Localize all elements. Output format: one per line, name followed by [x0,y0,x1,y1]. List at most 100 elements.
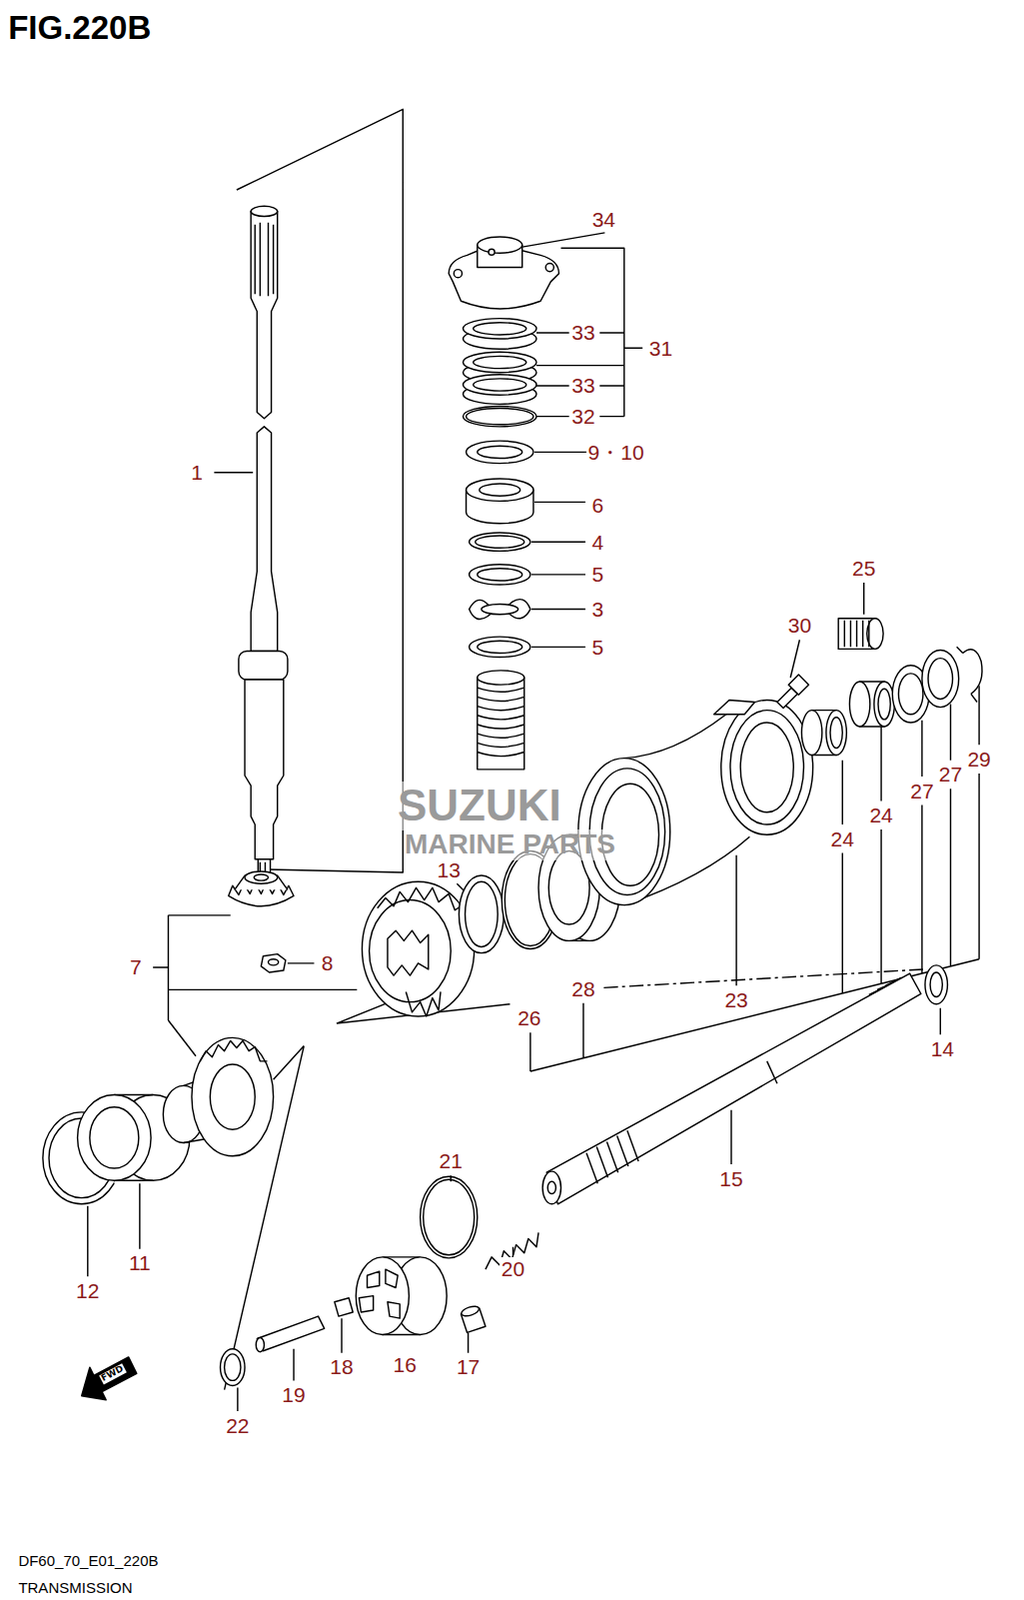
nut [260,954,286,973]
callout-number: 9・10 [586,440,647,464]
leader-lines [522,232,865,678]
seal-housing [448,236,559,309]
needle-bearings [801,618,895,756]
leader-lines [87,472,941,1411]
callout-number: 13 [435,858,463,882]
bearing-housing [714,699,756,714]
propeller-shaft [546,973,922,1204]
callout-number: 30 [786,613,814,637]
bearing-housing [721,699,814,835]
callout-number: 7 [127,955,144,979]
oil-seals [473,378,527,391]
forward-gear [42,1036,274,1203]
nut [268,959,279,966]
callout-number: 28 [569,977,597,1001]
reverse-gear [377,887,466,923]
bolt [788,674,809,695]
callout-number: 5 [589,635,606,659]
needle-bearings [874,681,895,727]
shim-ring [458,875,504,954]
callout-number: 20 [499,1256,527,1280]
forward-arrow [81,1356,137,1400]
direction-label: FWD [98,1362,126,1384]
needle-bearings [801,710,822,756]
seal-rings [922,649,960,707]
forward-arrow [81,1356,137,1400]
callout-number: 15 [717,1166,745,1190]
clutch-parts [423,1178,475,1255]
forward-gear [77,1094,152,1181]
forward-gear [209,1063,255,1129]
oil-seals [473,355,527,368]
forward-gear [89,1106,139,1168]
pinion-gear [253,874,268,881]
callout-number: 1 [188,460,205,484]
seal-rings [892,646,983,723]
needle-bearings [838,618,876,650]
shim-and-bearing [479,483,521,496]
figure-title: FIG.220B [7,9,151,46]
bearing-housing [578,699,814,905]
callout-number: 16 [391,1352,419,1376]
drive-shaft [236,108,403,874]
forward-gear [199,1039,267,1060]
oil-seals [462,405,537,426]
seal-housing [488,248,495,255]
callout-number: 25 [850,556,878,580]
drive-shaft [250,210,278,418]
callout-number: 29 [965,747,993,771]
shim-and-bearing [477,568,523,581]
callout-number: 17 [454,1354,482,1378]
callout-number: 8 [319,951,336,975]
drive-shaft [250,426,278,652]
leader-lines [224,998,511,1390]
pinion-gear [228,871,294,907]
needle-bearings [844,620,870,648]
leader-lines [152,915,357,1056]
bearing-housing [730,710,805,825]
shim-ring [465,881,499,947]
clutch-parts [220,1175,540,1385]
callout-number: 14 [929,1036,957,1060]
leader-lines [536,247,643,416]
sleeve [477,687,525,756]
shim-and-bearing [466,478,534,501]
seal-rings [928,658,954,700]
watermark: SUZUKI [397,781,562,830]
callout-number: 19 [279,1382,307,1406]
clutch-parts [256,1315,324,1351]
callout-number: 31 [647,336,675,360]
propeller-shaft [542,965,948,1204]
drive-shaft [250,205,278,216]
sleeve [477,670,525,770]
shim-and-bearing [469,636,531,657]
callout-number: 12 [73,1278,101,1302]
callout-number: 34 [590,207,618,231]
leader-lines [736,685,980,986]
callout-number: 33 [569,320,597,344]
sleeve [477,677,525,770]
bolt [777,674,810,709]
drive-shaft [238,650,288,680]
reverse-gear [405,991,441,1017]
shim-and-bearing [469,599,531,620]
oil-seals [462,318,537,339]
callout-number: 22 [223,1413,251,1437]
callout-number: 26 [515,1006,543,1029]
clutch-parts [220,1348,246,1386]
callout-number: 4 [589,530,606,554]
callout-number: 5 [589,562,606,586]
clutch-parts [334,1297,353,1316]
shim-and-bearing [477,640,523,653]
needle-bearings [826,710,847,756]
seal-housing [453,269,462,278]
leader-lines [531,451,589,647]
propeller-shaft [925,965,948,1005]
oil-seals [462,374,537,395]
propeller-shaft [547,1180,556,1193]
seal-housing [477,236,523,253]
sleeve [477,670,525,685]
shim-and-bearing [469,532,531,551]
oil-seals [462,318,537,427]
